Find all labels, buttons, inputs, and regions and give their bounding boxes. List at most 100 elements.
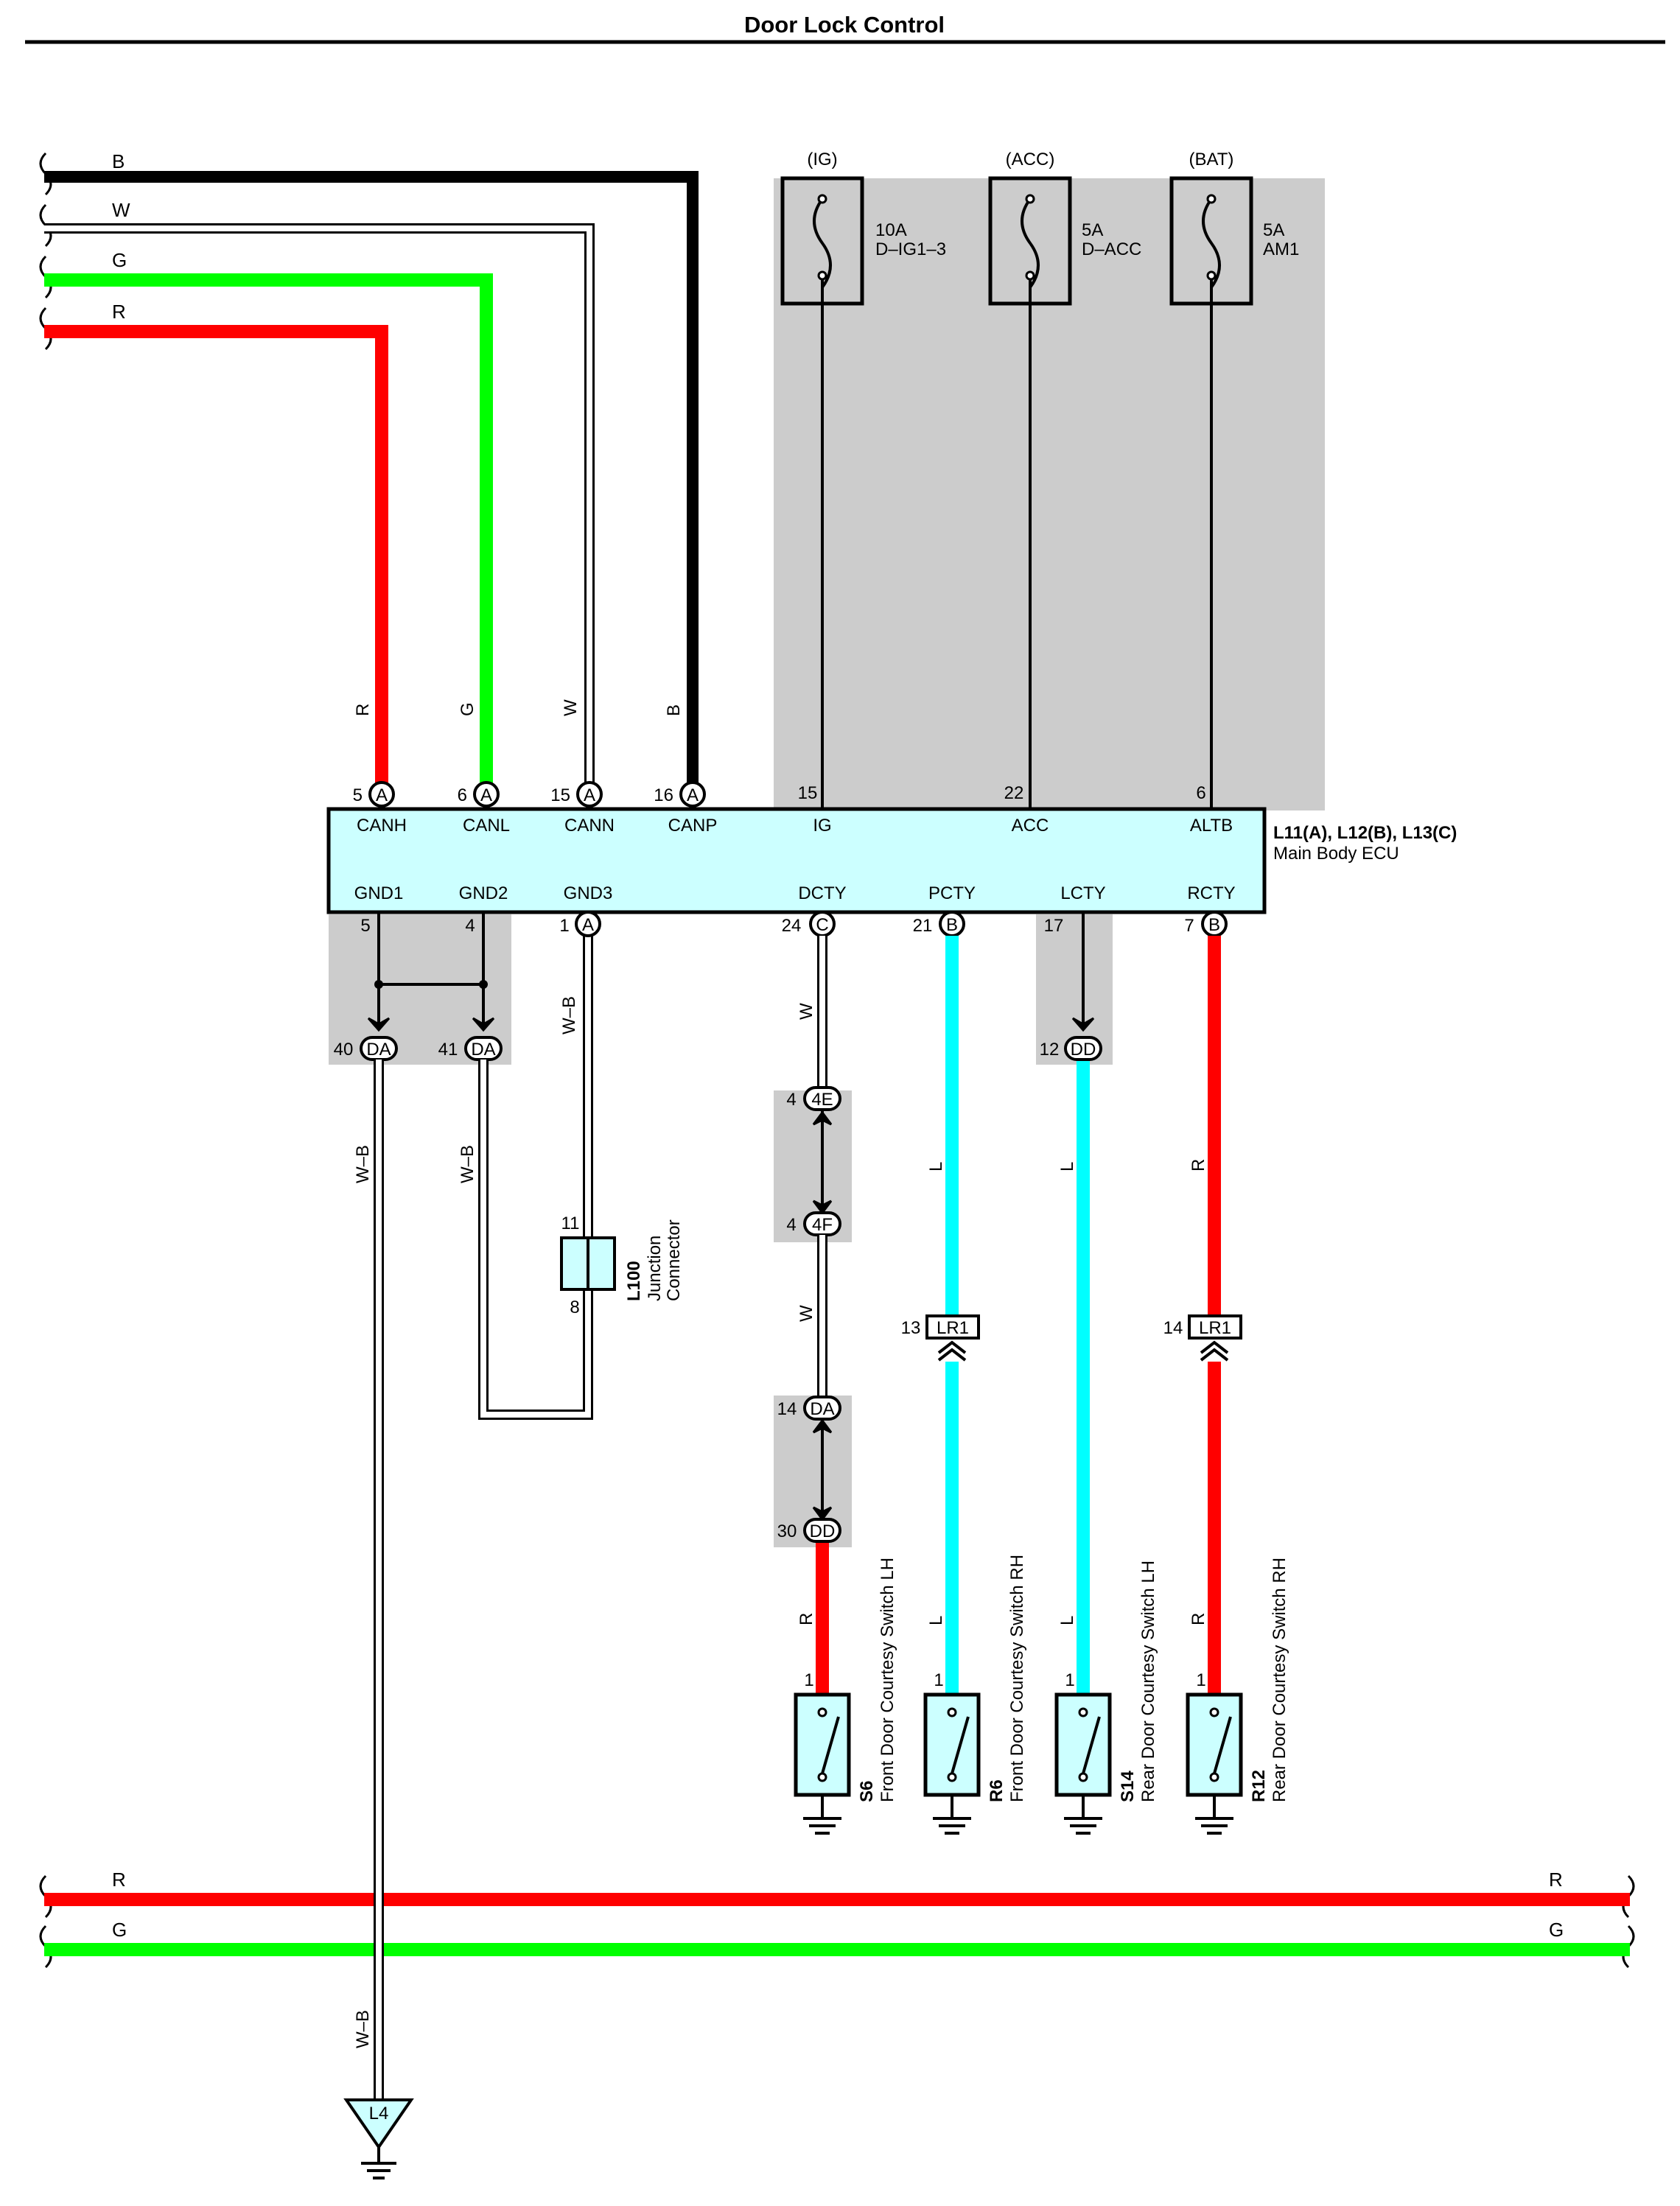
ground-lead-label: W–B [353, 2010, 373, 2048]
lcty-lower-label: L [1057, 1616, 1077, 1625]
ecu-pin-altb: ALTB [1190, 816, 1233, 836]
pin-conn-canp: A [687, 785, 699, 805]
da41-num: 41 [438, 1040, 458, 1060]
gnd1-wire-label: W–B [353, 1145, 373, 1183]
gnd2-wire-label: W–B [458, 1145, 477, 1183]
gnd-branch [367, 914, 495, 1032]
ecu-name: Main Body ECU [1273, 844, 1399, 864]
fuse-name-ig: D–IG1–3 [875, 239, 946, 259]
ecu-pin-gnd2: GND2 [459, 883, 508, 903]
connector-da41: DA 41 [438, 1036, 503, 1061]
wire-label-R: R [112, 301, 126, 323]
ecu-pin-cann: CANN [564, 816, 615, 836]
switch-s14: 1 S14 Rear Door Courtesy Switch LH [1054, 1561, 1158, 1835]
wire-W-top [44, 223, 595, 796]
wire-W-top-fill [44, 225, 592, 796]
dd12-num: 12 [1040, 1040, 1060, 1060]
fuse-name-acc: D–ACC [1082, 239, 1141, 259]
4f-num: 4 [786, 1215, 796, 1235]
4e-num: 4 [786, 1090, 796, 1110]
4f-arrow [812, 1200, 833, 1215]
pin-num-canh: 5 [353, 785, 363, 805]
ecu-id: L11(A), L12(B), L13(C) [1273, 823, 1457, 843]
dcty-lower-label: R [797, 1613, 816, 1625]
wire-label-G: G [112, 249, 127, 271]
pin-num-gnd2: 4 [465, 916, 475, 936]
wire-B-top [44, 171, 699, 796]
connector-dd12: DD 12 [1040, 1036, 1102, 1061]
da14-id: DA [810, 1399, 834, 1419]
rcty-lower-label: R [1189, 1613, 1208, 1625]
da40-num: 40 [334, 1040, 354, 1060]
4e-arrow [812, 1110, 833, 1126]
fuse-rating-acc: 5A [1082, 220, 1103, 240]
s6-name: Front Door Courtesy Switch LH [878, 1558, 897, 1802]
l100-pin-top: 11 [561, 1214, 580, 1233]
fuse-ig: (IG) 10A D–IG1–3 [780, 150, 946, 808]
ecu-pin-canh: CANH [357, 816, 407, 836]
bus-R-right: R [1549, 1869, 1563, 1891]
dcty-upper-label: W [797, 1003, 816, 1020]
r12-name: Rear Door Courtesy Switch RH [1270, 1558, 1289, 1802]
lr1-14-num: 14 [1163, 1318, 1183, 1338]
pin-num-dcty: 24 [782, 916, 802, 936]
bus-G-right: G [1549, 1919, 1564, 1941]
cann-wire-label: W [561, 699, 581, 716]
da14-num: 14 [777, 1399, 797, 1419]
s6-pin: 1 [804, 1670, 813, 1690]
dd12-id: DD [1071, 1040, 1096, 1060]
r6-name: Front Door Courtesy Switch RH [1007, 1555, 1027, 1802]
pin-num-canl: 6 [458, 785, 467, 805]
da14-arrow [812, 1418, 833, 1434]
pin-conn-dcty: C [816, 915, 828, 935]
wire-label-W: W [112, 199, 130, 221]
l100-pin-bottom: 8 [570, 1298, 579, 1317]
bus-R-left: R [112, 1869, 126, 1891]
l100-name-2: Connector [664, 1219, 684, 1301]
dd30-id: DD [810, 1522, 836, 1541]
l4-id: L4 [369, 2104, 389, 2123]
lr1-13-num: 13 [901, 1318, 921, 1338]
da41-id: DA [471, 1040, 495, 1060]
4f-id: 4F [812, 1215, 833, 1235]
fuse-source-ig: (IG) [807, 150, 837, 169]
pin-num-acc: 22 [1004, 783, 1024, 803]
pin-num-altb: 6 [1196, 783, 1205, 803]
connector-da40: DA 40 [334, 1036, 398, 1061]
ground-l4: L4 [343, 2098, 414, 2179]
dd30-num: 30 [777, 1522, 797, 1541]
connector-lr1-14: LR1 14 [1163, 1314, 1242, 1362]
fuse-rating-ig: 10A [875, 220, 907, 240]
ecu-top-pins: A 5 A 6 A 15 A 16 15 22 6 [353, 781, 1206, 808]
connector-4f: 4F 4 [786, 1211, 841, 1236]
canl-wire-label: G [458, 702, 477, 716]
l100-id: L100 [624, 1261, 644, 1301]
ecu-pin-lcty: LCTY [1060, 883, 1105, 903]
junction-connector-l100: 11 8 L100 Junction Connector [560, 1214, 684, 1317]
canp-wire-label: B [664, 704, 684, 716]
pin-conn-canl: A [480, 785, 492, 805]
canh-wire-label: R [353, 704, 373, 716]
connector-4e: 4E 4 [786, 1086, 841, 1111]
s14-name: Rear Door Courtesy Switch LH [1138, 1561, 1158, 1802]
switch-r6: 1 R6 Front Door Courtesy Switch RH [923, 1555, 1027, 1835]
pin-num-canp: 16 [654, 785, 673, 805]
wire-R-top [44, 325, 388, 796]
ecu-pin-pcty: PCTY [928, 883, 976, 903]
r6-pin: 1 [934, 1670, 943, 1690]
pin-conn-gnd3: A [582, 915, 594, 935]
pin-conn-rcty: B [1208, 915, 1220, 935]
fuse-name-bat: AM1 [1263, 239, 1299, 259]
pin-num-rcty: 7 [1184, 916, 1194, 936]
ecu-pin-canp: CANP [668, 816, 718, 836]
r12-id: R12 [1249, 1770, 1269, 1802]
s6-id: S6 [857, 1781, 877, 1802]
s14-pin: 1 [1065, 1670, 1074, 1690]
lcty-upper-label: L [1057, 1162, 1077, 1172]
ecu-pin-acc: ACC [1012, 816, 1049, 836]
dcty-mid-label: W [797, 1305, 816, 1322]
main-body-ecu [326, 807, 1267, 914]
s14-id: S14 [1118, 1771, 1138, 1802]
pin-num-gnd3: 1 [559, 916, 569, 936]
pcty-lower-label: L [926, 1616, 946, 1625]
